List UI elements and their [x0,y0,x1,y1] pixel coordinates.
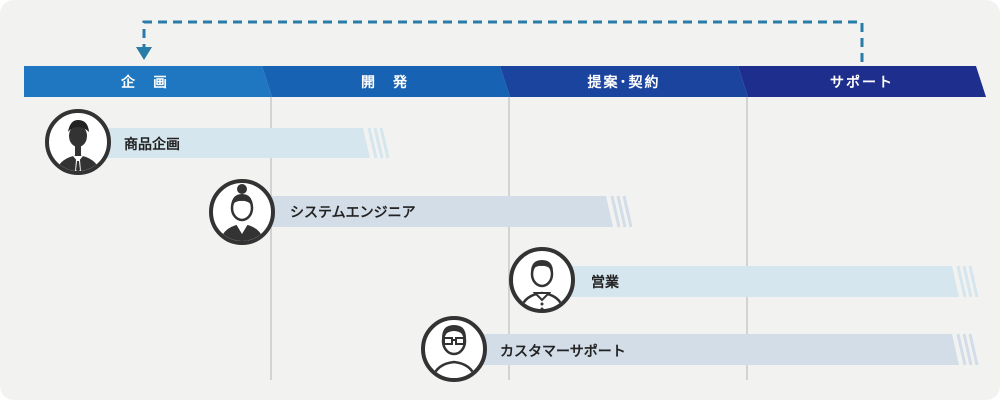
loop-arrow-head-icon [136,47,152,60]
woman-engineer-avatar-icon [209,179,275,245]
businessman-avatar-icon [45,109,111,175]
role-row-3: 営業 [570,265,979,298]
role-bar-3 [570,266,959,297]
bar-end-stripes [956,333,979,366]
role-label-1: 商品企画 [124,136,180,153]
bar-end-stripes [956,265,979,298]
phase-header: 企 画 開 発 提案･契約 サポート [24,66,986,97]
role-bar-4 [480,334,959,365]
role-label-4: カスタマーサポート [500,343,626,360]
phase-label-3: 提案･契約 [588,74,661,91]
role-label-2: システムエンジニア [290,205,416,221]
bar-end-stripes [367,127,390,159]
role-row-4: カスタマーサポート [480,333,979,366]
phase-segment-4 [738,66,986,97]
role-label-3: 営業 [591,274,620,291]
role-bar-1 [100,128,370,158]
phase-segment-2 [262,66,510,97]
support-person-with-glasses-avatar-icon [421,316,487,382]
phase-segment-3 [500,66,748,97]
role-bar-2 [270,196,613,227]
role-row-2: システムエンジニア [270,195,633,228]
loop-arrow-line [142,20,864,62]
role-row-1: 商品企画 [100,127,390,159]
phase-label-4: サポート [830,74,894,91]
sales-person-avatar-icon [509,247,575,313]
bar-end-stripes [610,195,633,228]
phase-label-2: 開 発 [361,74,409,91]
phase-segment-1 [24,66,272,97]
phase-label-1: 企 画 [120,74,169,91]
